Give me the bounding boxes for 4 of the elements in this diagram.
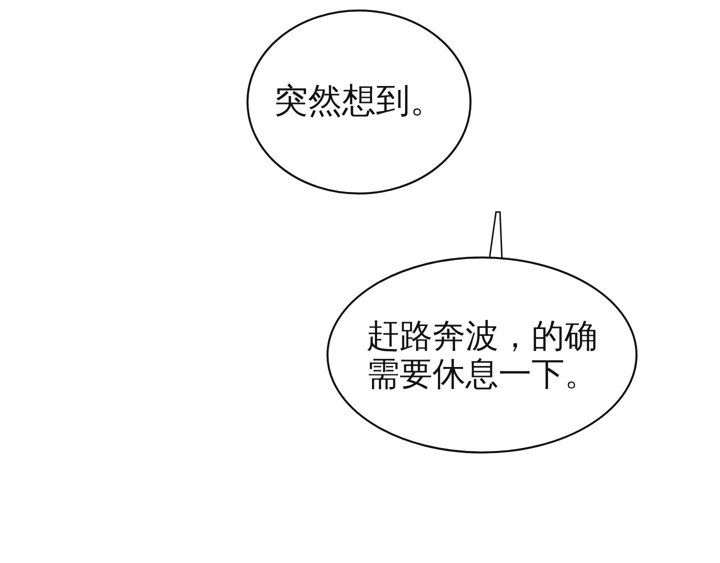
speech-bubble — [326, 256, 638, 454]
speech-bubble — [246, 9, 472, 195]
speech-text: 突然想到。 — [274, 82, 444, 122]
speech-text: 赶路奔波，的确需要休息一下。 — [366, 317, 598, 393]
